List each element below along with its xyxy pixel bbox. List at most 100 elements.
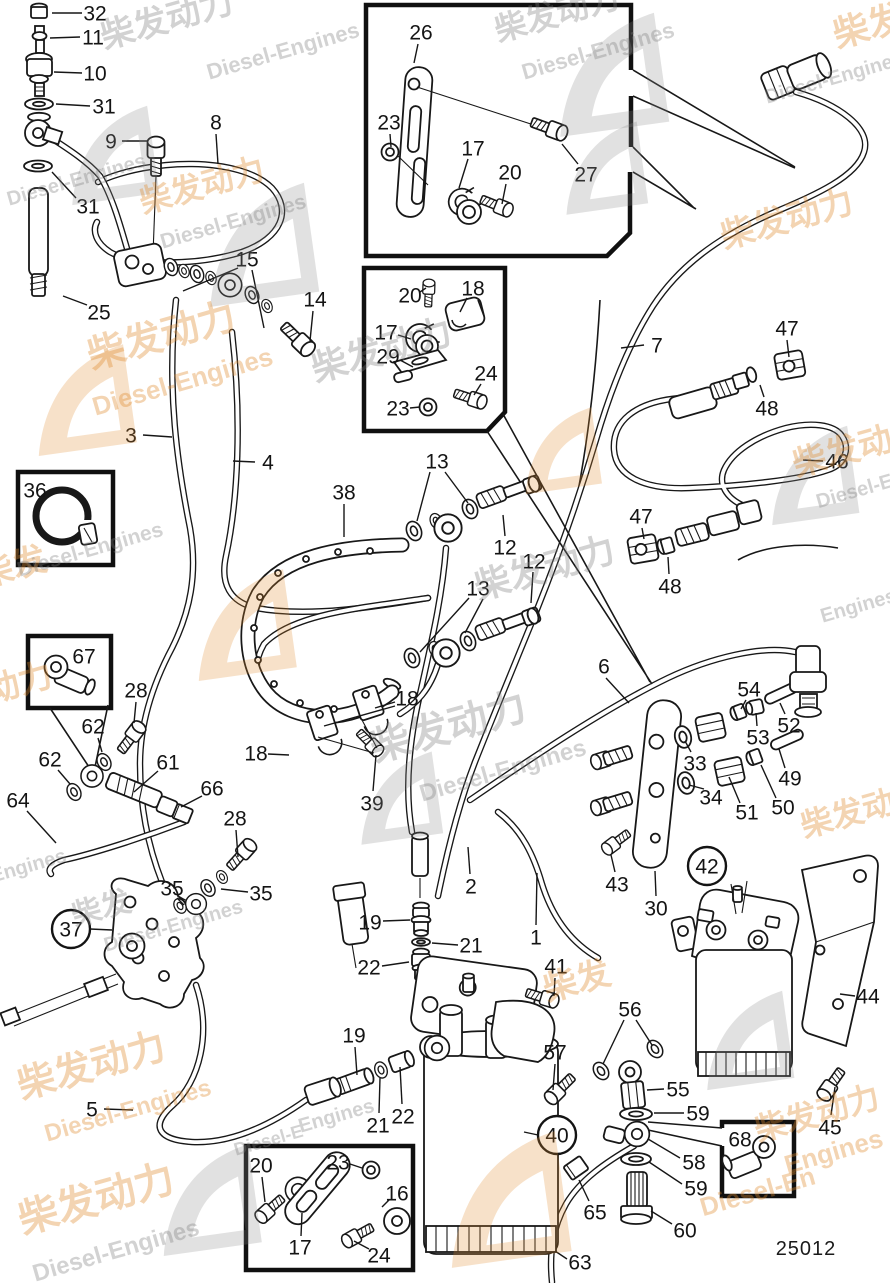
hose-7-end-fitting: [760, 52, 833, 101]
callout-67: 67: [72, 646, 95, 669]
callout-circle-42: [686, 845, 728, 887]
leader-line-19: [354, 1046, 358, 1076]
callout-18: 18: [244, 743, 267, 766]
leader-line-46: [802, 459, 824, 462]
watermark-text: Engines: [818, 585, 890, 628]
leader-line-31: [55, 103, 91, 107]
callout-18: 18: [395, 688, 418, 711]
fittings-19-21-22-lower: [303, 1034, 451, 1106]
leader-line-25: [62, 295, 88, 306]
leader-line-47: [641, 527, 645, 540]
callout-33: 33: [683, 753, 706, 776]
callout-1: 1: [530, 927, 542, 950]
leader-line-44: [839, 993, 856, 997]
banjo-fittings-61-62: [63, 717, 194, 825]
callout-19: 19: [342, 1025, 365, 1048]
callout-48: 48: [658, 576, 681, 599]
watermark-logo: [72, 105, 160, 206]
leader-line-61: [133, 770, 159, 793]
leader-line-41: [553, 977, 556, 997]
callout-47: 47: [775, 318, 798, 341]
watermark-logo: [163, 1144, 262, 1257]
leader-line-48: [667, 556, 670, 575]
callout-3: 3: [125, 425, 137, 448]
callout-64: 64: [6, 790, 30, 813]
leader-line-30: [654, 870, 657, 897]
bracket-16-detail: [251, 1151, 411, 1251]
callout-62: 62: [38, 749, 61, 772]
elbow-fitting-67-detail: [43, 654, 96, 696]
callout-68: 68: [728, 1129, 751, 1152]
leader-line-62: [57, 769, 71, 785]
callout-15: 15: [235, 249, 258, 272]
fuel-line-bracket-38: [240, 537, 410, 725]
bracket-30-fittings: [588, 645, 827, 869]
callout-circle-40: [536, 1114, 578, 1156]
callout-35: 35: [249, 883, 272, 906]
leader-line-11: [49, 36, 81, 39]
leader-line-59: [648, 1161, 683, 1185]
leader-line-40: [523, 1131, 539, 1136]
callout-13: 13: [466, 578, 489, 601]
elbow-fitting-68-detail: [721, 1135, 776, 1180]
leader-line-17: [397, 334, 412, 340]
leader-line-43: [610, 854, 616, 873]
watermark-text: 柴发: [828, 0, 890, 56]
drawing-number: 25012: [776, 1238, 837, 1260]
watermark-text: 柴发动力: [96, 0, 237, 56]
fuel-filter-42: [670, 880, 800, 1077]
watermark-text: Diesel-Engines: [204, 17, 362, 85]
leader-line-22: [381, 961, 410, 967]
leader-line-29: [399, 359, 414, 368]
callout-10: 10: [83, 63, 106, 86]
callout-46: 46: [825, 451, 848, 474]
callout-25: 25: [87, 302, 110, 325]
leader-line-14: [309, 310, 314, 342]
leader-line-65: [578, 1179, 590, 1202]
callout-24: 24: [474, 363, 498, 386]
leader-line-22: [399, 1066, 403, 1105]
callout-52: 52: [777, 715, 800, 738]
leader-line-5: [103, 1108, 134, 1111]
callout-circle-37: [50, 908, 92, 950]
leader-line-20: [501, 183, 507, 205]
leader-line-57: [552, 1063, 556, 1091]
leader-line-7: [620, 344, 645, 349]
leader-line-18: [374, 701, 396, 709]
leader-line-2: [467, 846, 471, 875]
leader-line-23: [389, 133, 392, 148]
leader-line-20: [419, 287, 427, 293]
callout-42: 42: [695, 856, 718, 879]
callout-61: 61: [156, 752, 179, 775]
callout-53: 53: [746, 727, 769, 750]
callout-40: 40: [545, 1125, 568, 1148]
leader-line-18: [267, 753, 290, 756]
callout-16: 16: [385, 1183, 408, 1206]
leader-line-35: [176, 897, 185, 906]
inset-box-bracket-16: [243, 1143, 416, 1273]
fittings-19-21-22-upper: [410, 831, 519, 999]
callout-60: 60: [673, 1220, 696, 1243]
leader-line-56: [635, 1019, 653, 1046]
callout-59: 59: [684, 1178, 707, 1201]
callout-12: 12: [522, 551, 545, 574]
leader-line-52: [779, 702, 786, 715]
callout-65: 65: [583, 1202, 606, 1225]
leader-line-28: [235, 829, 239, 858]
leader-line-12: [502, 514, 506, 537]
callout-8: 8: [210, 112, 222, 135]
pipe-end-fitting: [332, 881, 370, 969]
watermark-logo: [772, 425, 860, 526]
callout-62: 62: [81, 716, 104, 739]
leader-line-26: [413, 43, 419, 64]
callout-29: 29: [376, 346, 399, 369]
fuel-pump-37: [0, 835, 260, 1027]
leader-line-8: [215, 133, 219, 165]
leader-line-23: [349, 1163, 363, 1169]
leader-line-23: [409, 406, 421, 409]
leader-line-66: [180, 795, 203, 808]
leader-line-1: [535, 872, 538, 926]
leader-line-15: [182, 267, 239, 292]
